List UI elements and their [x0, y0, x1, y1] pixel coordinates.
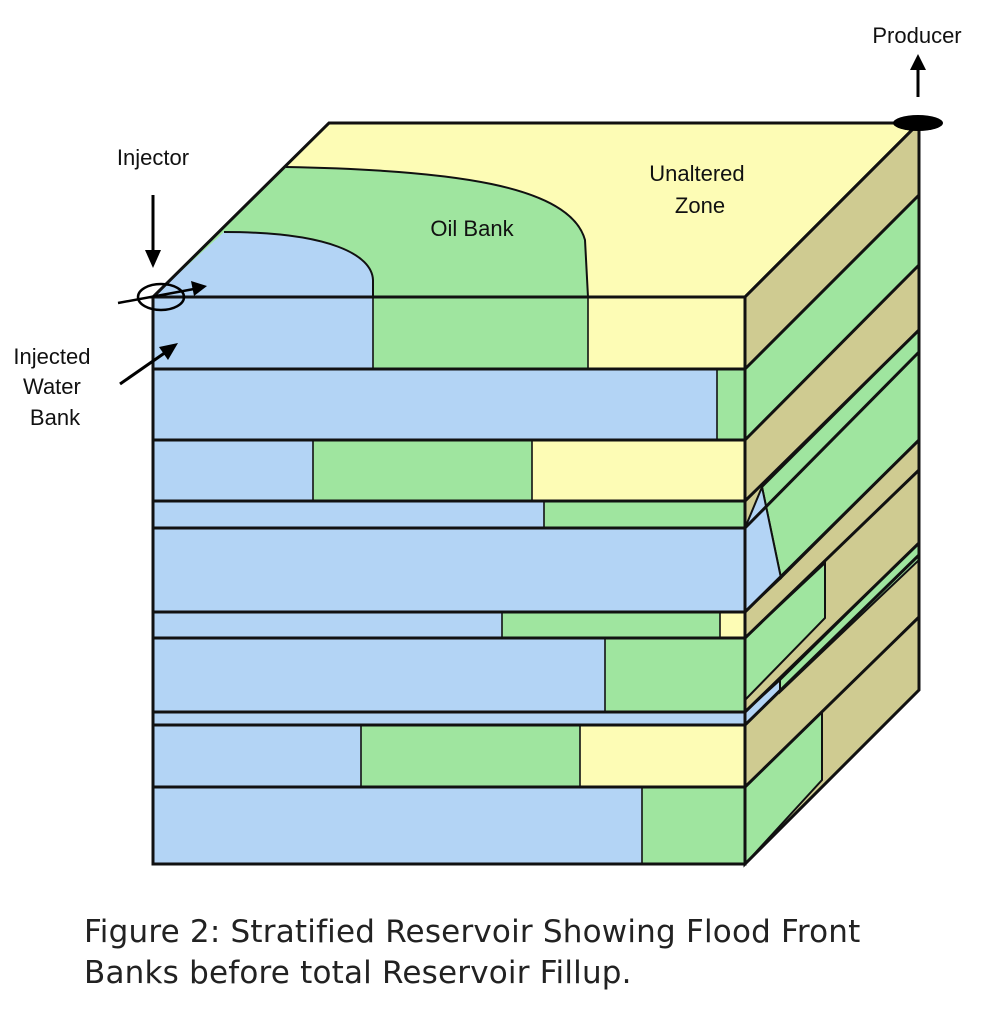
- side-face: [743, 119, 921, 868]
- producer-well: [893, 54, 943, 131]
- injection-flow-arrow-icon: [191, 281, 207, 296]
- layer-9-water: [153, 725, 361, 787]
- layer-1-unaltered: [588, 297, 745, 369]
- layer-3-water: [153, 440, 313, 501]
- layer-9-oil: [361, 725, 580, 787]
- layer-4-oil: [544, 501, 745, 528]
- layer-7-oil: [605, 638, 745, 712]
- layer-8-water: [153, 712, 745, 725]
- layer-6-water: [153, 612, 502, 638]
- layer-2-water: [153, 369, 717, 440]
- layer-10-water: [153, 787, 642, 864]
- layer-4-water: [153, 501, 544, 528]
- front-face: [151, 295, 747, 866]
- layer-3-unaltered: [532, 440, 745, 501]
- layer-3-oil: [313, 440, 532, 501]
- layer-7-water: [153, 638, 605, 712]
- layer-6-oil: [502, 612, 720, 638]
- producer-well-marker: [893, 115, 943, 131]
- oil-bank-label: Oil Bank: [430, 216, 514, 241]
- injector-label: Injector: [117, 145, 189, 170]
- figure-caption: Figure 2: Stratified Reservoir Showing F…: [84, 912, 964, 994]
- water-bank-arrow-icon: [159, 343, 178, 360]
- producer-arrow-icon: [910, 54, 926, 70]
- layer-10-oil: [642, 787, 745, 864]
- layer-1-water: [153, 297, 373, 369]
- layer-5-water: [153, 528, 745, 612]
- unaltered-zone-label: Unaltered Zone: [649, 161, 751, 218]
- producer-label: Producer: [872, 23, 961, 48]
- top-face: [149, 121, 923, 299]
- caption-line-2: Banks before total Reservoir Fillup.: [84, 955, 632, 991]
- layer-6-unaltered: [720, 612, 745, 638]
- water-bank-pointer: [119, 343, 178, 386]
- top-water-bank: [153, 232, 373, 297]
- layer-1-oil: [373, 297, 588, 369]
- injected-water-bank-label: Injected Water Bank: [13, 344, 96, 430]
- injector-down-arrow-icon: [145, 250, 161, 268]
- layer-2-oil: [717, 369, 745, 440]
- injector-well: [117, 195, 207, 312]
- layer-9-unaltered: [580, 725, 745, 787]
- caption-line-1: Figure 2: Stratified Reservoir Showing F…: [84, 914, 861, 950]
- injector-well-marker: [136, 282, 186, 312]
